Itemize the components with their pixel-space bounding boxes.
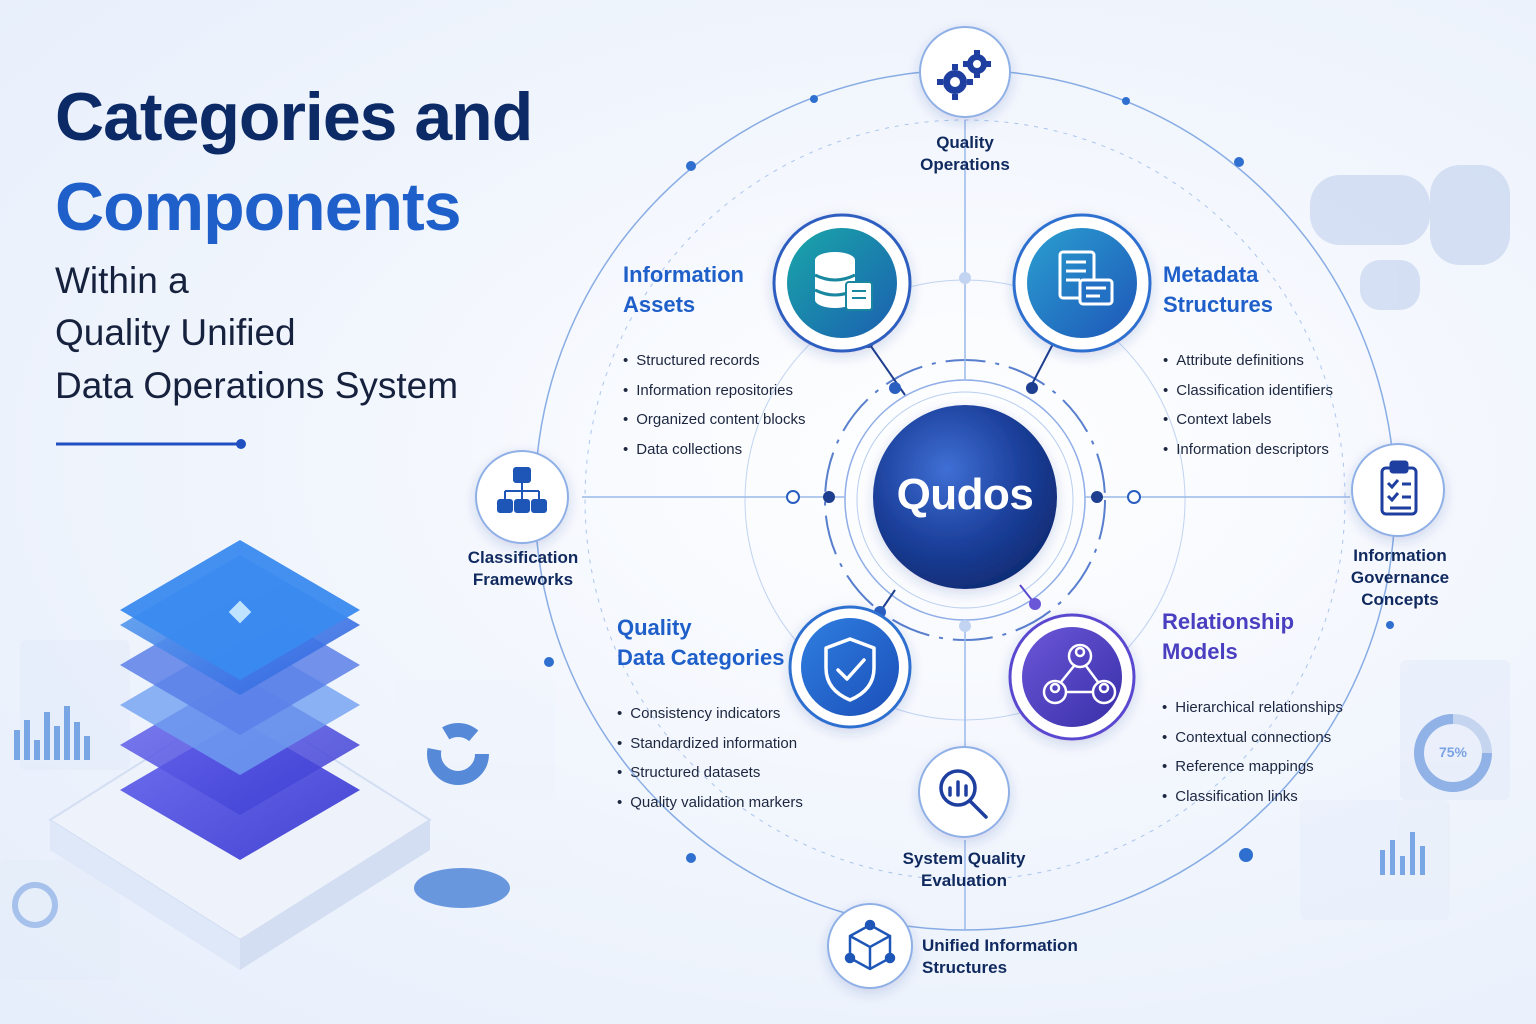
unified-node <box>827 903 913 989</box>
title-line-2: Components <box>55 169 462 245</box>
gauge-value: 75% <box>1438 744 1468 760</box>
section-relationship-models: Relationship Models Hierarchical relatio… <box>1162 607 1343 811</box>
section-title-line-1: Information <box>623 262 744 287</box>
list-item: Structured records <box>623 346 806 376</box>
list-item: Structured datasets <box>617 758 803 788</box>
stacked-layers-decor <box>48 540 432 970</box>
list-item: Hierarchical relationships <box>1162 693 1343 723</box>
label-line: Quality <box>936 133 994 152</box>
section-metadata-structures: Metadata Structures Attribute definition… <box>1163 260 1333 464</box>
hierarchy-icon <box>497 467 547 513</box>
quality-circle <box>788 605 912 729</box>
center-hub <box>873 405 1057 589</box>
label-information-governance: Information Governance Concepts <box>1325 545 1475 611</box>
quality-operations-node <box>919 26 1011 118</box>
label-quality-operations: Quality Operations <box>885 132 1045 176</box>
section-information-assets: Information Assets Structured records In… <box>623 260 806 464</box>
list-item: Reference mappings <box>1162 752 1343 782</box>
list-item: Quality validation markers <box>617 788 803 818</box>
bullet-list: Structured records Information repositor… <box>623 346 806 465</box>
subtitle-line-3: Data Operations System <box>55 365 459 406</box>
title-line-1: Categories and <box>55 79 533 155</box>
list-item: Context labels <box>1163 405 1333 435</box>
clipboard-checklist-icon <box>1380 460 1418 516</box>
network-users-icon <box>1042 643 1117 705</box>
world-map-decor <box>1310 165 1510 310</box>
evaluation-node <box>918 746 1010 838</box>
list-item: Information repositories <box>623 376 806 406</box>
list-item: Classification links <box>1162 782 1343 812</box>
dashed-ring <box>584 119 1346 881</box>
label-line: Classification <box>467 548 579 567</box>
classification-node <box>475 450 569 544</box>
title-underline <box>56 439 246 449</box>
label-line: Information <box>1353 546 1447 565</box>
bullet-list: Hierarchical relationships Contextual co… <box>1162 693 1343 811</box>
section-title-line-2: Data Categories <box>617 645 785 670</box>
magnifier-chart-icon <box>939 769 988 819</box>
section-title-line-1: Quality <box>617 615 692 640</box>
label-line: Unified Information <box>922 936 1078 955</box>
label-classification-frameworks: Classification Frameworks <box>438 547 608 591</box>
list-item: Attribute definitions <box>1163 346 1333 376</box>
bullet-list: Consistency indicators Standardized info… <box>617 699 803 817</box>
donut-chart-decor <box>12 714 1492 928</box>
label-line: Structures <box>922 958 1008 977</box>
cube-network-icon <box>844 919 896 971</box>
subtitle-line-2: Quality Unified <box>55 312 296 353</box>
bullet-list: Attribute definitions Classification ide… <box>1163 346 1333 464</box>
label-system-quality-evaluation: System Quality Evaluation <box>879 848 1049 892</box>
list-item: Contextual connections <box>1162 723 1343 753</box>
list-item: Classification identifiers <box>1163 376 1333 406</box>
label-line: Governance <box>1350 568 1450 587</box>
gears-icon <box>937 50 991 100</box>
section-quality-data-categories: Quality Data Categories Consistency indi… <box>617 613 803 817</box>
shield-check-icon <box>824 637 876 702</box>
label-line: Frameworks <box>472 570 574 589</box>
label-line: Concepts <box>1361 590 1439 609</box>
list-item: Information descriptors <box>1163 435 1333 465</box>
label-line: Evaluation <box>921 871 1007 890</box>
list-item: Organized content blocks <box>623 405 805 435</box>
section-title-line-2: Structures <box>1163 292 1274 317</box>
section-title-line-2: Models <box>1162 639 1238 664</box>
center-label: Qudos <box>896 470 1034 519</box>
metadata-circle <box>1012 213 1152 353</box>
list-item: Data collections <box>623 435 806 465</box>
documents-icon <box>1058 250 1114 306</box>
relationship-circle <box>1008 613 1136 741</box>
database-icon <box>814 252 873 311</box>
list-item: Standardized information <box>617 729 803 759</box>
section-title-line-1: Relationship <box>1162 609 1295 634</box>
label-unified-information-structures: Unified Information Structures <box>922 935 1078 979</box>
label-line: System Quality <box>902 849 1026 868</box>
list-item: Consistency indicators <box>617 699 803 729</box>
section-title-line-1: Metadata <box>1163 262 1259 287</box>
section-title-line-2: Assets <box>623 292 696 317</box>
spoke-metadata <box>1029 339 1056 389</box>
label-line: Operations <box>920 155 1010 174</box>
ring-dots <box>544 95 1394 863</box>
dash-ring-3 <box>856 391 1074 609</box>
info-assets-circle <box>772 213 912 353</box>
subtitle-line-1: Within a <box>55 260 189 301</box>
bar-chart-decor <box>14 706 1425 875</box>
governance-node <box>1351 443 1445 537</box>
